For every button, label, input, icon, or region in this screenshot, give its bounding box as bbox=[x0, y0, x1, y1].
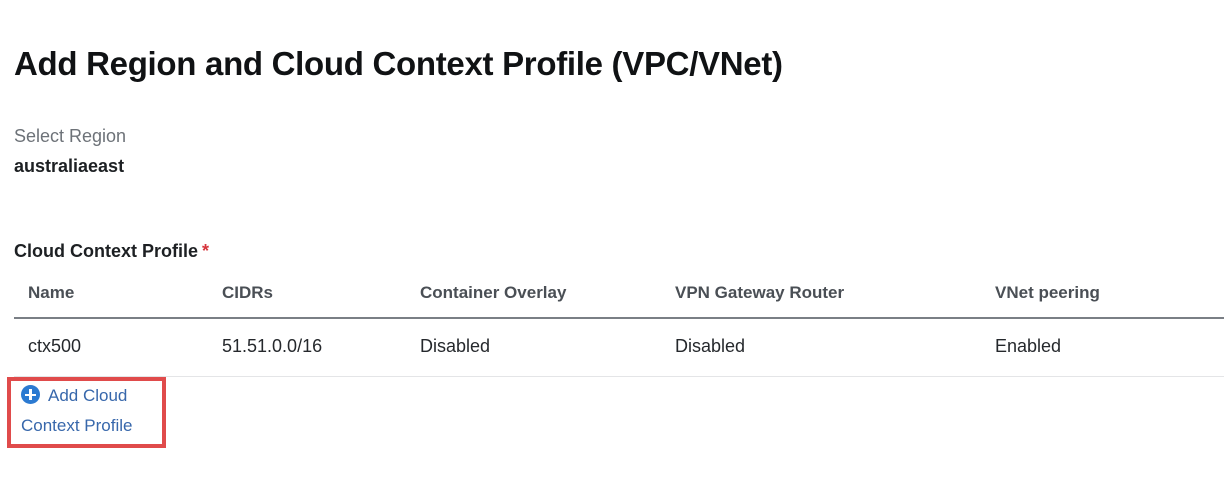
required-asterisk: * bbox=[202, 241, 210, 261]
select-region-value: australiaeast bbox=[14, 156, 125, 176]
cloud-context-profile-label: Cloud Context Profile* bbox=[14, 239, 209, 263]
cloud-context-profile-label-text: Cloud Context Profile bbox=[14, 241, 198, 261]
page-title: Add Region and Cloud Context Profile (VP… bbox=[14, 45, 783, 83]
add-cloud-context-profile-button[interactable]: Add Cloud Context Profile bbox=[21, 381, 171, 441]
annotation-highlight-box bbox=[7, 377, 166, 448]
cell-cidrs: 51.51.0.0/16 bbox=[222, 318, 420, 377]
plus-circle-icon bbox=[21, 385, 40, 404]
cloud-context-profile-table: Name CIDRs Container Overlay VPN Gateway… bbox=[14, 283, 1224, 377]
table-row: ctx500 51.51.0.0/16 Disabled Disabled En… bbox=[14, 318, 1224, 377]
cell-container-overlay: Disabled bbox=[420, 318, 675, 377]
add-cloud-context-profile-label: Add Cloud Context Profile bbox=[21, 386, 133, 435]
cell-vnet-peering: Enabled bbox=[995, 318, 1224, 377]
select-region-field: Select Region australiaeast bbox=[14, 124, 126, 179]
table-header-row: Name CIDRs Container Overlay VPN Gateway… bbox=[14, 283, 1224, 319]
select-region-label: Select Region bbox=[14, 126, 127, 146]
cell-name-link[interactable]: ctx500 bbox=[14, 318, 222, 377]
column-header-cidrs: CIDRs bbox=[222, 283, 420, 319]
column-header-vpn-gateway-router: VPN Gateway Router bbox=[675, 283, 995, 319]
column-header-vnet-peering: VNet peering bbox=[995, 283, 1224, 319]
column-header-name: Name bbox=[14, 283, 222, 319]
column-header-container-overlay: Container Overlay bbox=[420, 283, 675, 319]
cell-vpn-gateway-router: Disabled bbox=[675, 318, 995, 377]
